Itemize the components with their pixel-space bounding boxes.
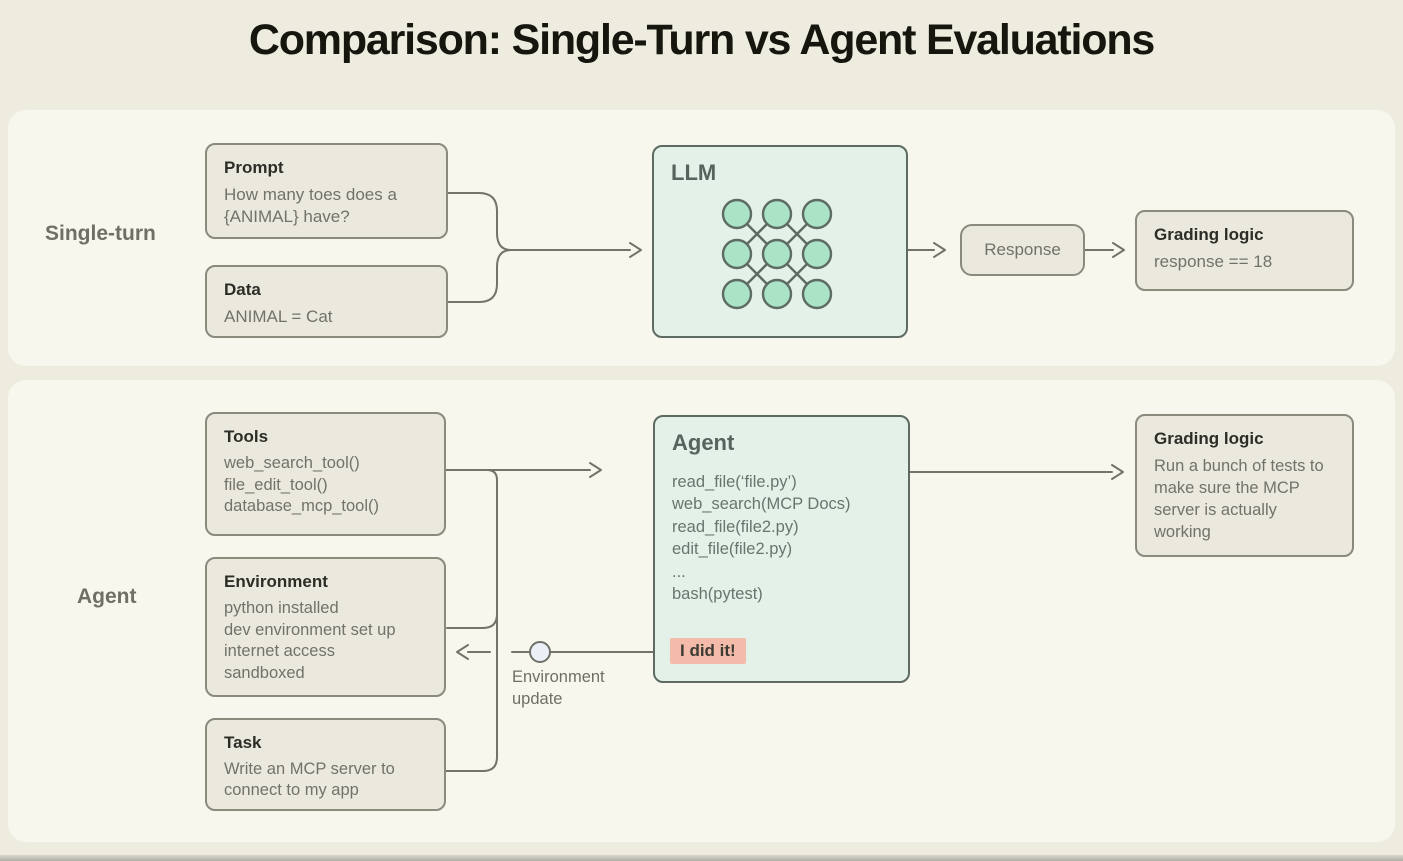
data-title: Data (224, 280, 261, 299)
tools-box: Tools web_search_tool() file_edit_tool()… (205, 412, 446, 536)
agent-box: Agent read_file(‘file.py’) web_search(MC… (653, 415, 910, 683)
agent-action-line: edit_file(file2.py) (672, 540, 793, 558)
data-box: Data ANIMAL = Cat (205, 265, 448, 338)
environment-line: internet access (224, 642, 335, 661)
environment-line: sandboxed (224, 663, 305, 682)
task-box: Task Write an MCP server to connect to m… (205, 718, 446, 811)
agent-action-line: ... (672, 562, 686, 581)
task-body: Write an MCP server to connect to my app (224, 760, 395, 800)
task-title: Task (224, 733, 262, 752)
grading-body: response == 18 (1154, 252, 1273, 272)
grading-logic-box-agent: Grading logic Run a bunch of tests to ma… (1135, 414, 1354, 557)
agent-action-line: read_file(‘file.py’) (672, 472, 797, 491)
tools-title: Tools (224, 427, 269, 446)
environment-title: Environment (224, 572, 328, 591)
environment-box: Environment python installed dev environ… (205, 557, 446, 697)
row-label-single-turn: Single-turn (45, 222, 156, 245)
grading-title: Grading logic (1154, 225, 1264, 244)
llm-title: LLM (671, 160, 717, 185)
environment-update-label: Environment update (512, 668, 605, 709)
environment-line: dev environment set up (224, 620, 396, 639)
grading-body: Run a bunch of tests to make sure the MC… (1154, 457, 1324, 542)
response-box: Response (960, 224, 1085, 276)
agent-final-message-badge: I did it! (670, 638, 746, 664)
prompt-box: Prompt How many toes does a {ANIMAL} hav… (205, 143, 448, 239)
image-bottom-edge (0, 855, 1403, 861)
tools-line: database_mcp_tool() (224, 497, 380, 516)
data-body: ANIMAL = Cat (224, 307, 333, 327)
page-title: Comparison: Single-Turn vs Agent Evaluat… (248, 16, 1155, 64)
agent-title: Agent (672, 430, 735, 455)
row-label-agent: Agent (77, 585, 137, 608)
tools-line: file_edit_tool() (224, 475, 328, 494)
prompt-title: Prompt (224, 158, 284, 177)
environment-line: python installed (224, 599, 339, 618)
grading-logic-box-single-turn: Grading logic response == 18 (1135, 210, 1354, 291)
tools-line: web_search_tool() (224, 454, 360, 473)
grading-title: Grading logic (1154, 429, 1264, 448)
response-label: Response (984, 240, 1061, 259)
agent-action-line: bash(pytest) (672, 585, 763, 603)
prompt-body: How many toes does a {ANIMAL} have? (224, 185, 397, 226)
neural-network-icon (721, 198, 833, 310)
agent-action-line: read_file(file2.py) (672, 517, 799, 536)
llm-box: LLM (652, 145, 908, 338)
agent-action-line: web_search(MCP Docs) (672, 495, 851, 513)
